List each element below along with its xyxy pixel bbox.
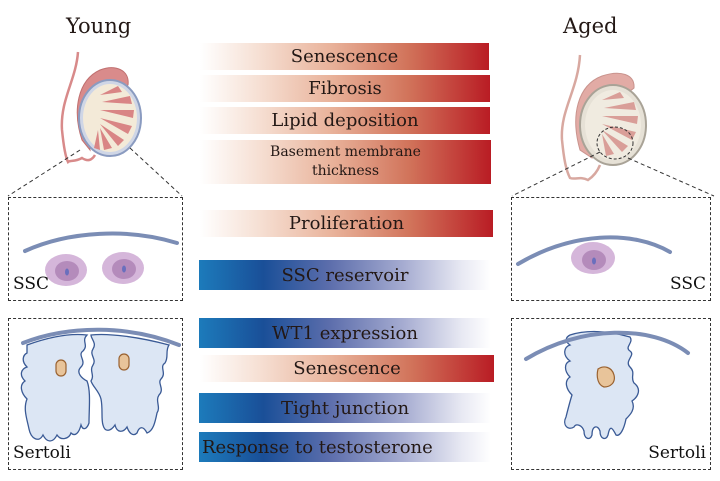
sertoli-cell [90, 333, 171, 436]
young-testis-illustration [7, 51, 183, 197]
bar-wt1-expression: WT1 expression [199, 318, 491, 348]
sertoli-nucleus [596, 366, 615, 388]
ssc-label: SSC [13, 274, 50, 294]
bar-fibrosis: Fibrosis [200, 75, 490, 102]
aged-sertoli-panel: Sertoli [511, 318, 711, 470]
bar-label-line1: Basement membrane [270, 144, 421, 160]
ssc-cell [571, 242, 615, 274]
zoom-line-left [511, 151, 601, 197]
sertoli-label: Sertoli [13, 443, 71, 463]
sertoli-label: Sertoli [648, 443, 706, 463]
ssc-cell [102, 252, 144, 284]
ssc-diagram [23, 231, 179, 286]
zoom-line-left [7, 149, 81, 197]
young-ssc-panel: SSC [8, 197, 183, 301]
sertoli-cell [20, 333, 91, 442]
bar-response-to-testosterone: Response to testosterone [199, 432, 491, 462]
basement-membrane [524, 330, 690, 361]
bar-tight-junction: Tight junction [199, 393, 491, 423]
aged-title: Aged [563, 14, 618, 38]
zoom-line-right [129, 147, 183, 197]
bar-senescence-sertoli: Senescence [200, 355, 494, 382]
zoom-region-circle [596, 126, 634, 160]
testis-body [83, 84, 137, 152]
bar-label-line2: thickness [311, 163, 380, 179]
vas-deferens [60, 51, 97, 165]
bar-lipid-deposition: Lipid deposition [200, 107, 490, 134]
sertoli-diagram [20, 327, 181, 442]
testis-body [585, 90, 641, 160]
zoom-line-right [627, 157, 715, 197]
bar-basement-membrane-thickness: Basement membrane thickness [200, 140, 491, 184]
sertoli-diagram [524, 330, 690, 440]
seminiferous-tubules [94, 86, 134, 150]
bar-ssc-reservoir: SSC reservoir [199, 260, 491, 290]
young-sertoli-panel: Sertoli [8, 318, 183, 470]
basement-membrane [516, 235, 672, 266]
ssc-cell [45, 254, 87, 286]
aged-testis-illustration [511, 54, 715, 197]
aged-ssc-panel: SSC [511, 197, 711, 301]
basement-membrane [21, 327, 181, 347]
ssc-diagram [516, 235, 672, 274]
ssc-label: SSC [669, 274, 706, 294]
basement-membrane [23, 231, 179, 253]
bar-proliferation: Proliferation [200, 210, 493, 237]
bar-senescence-tissue: Senescence [200, 43, 489, 70]
sertoli-nucleus [55, 359, 67, 377]
seminiferous-tubules [602, 92, 638, 156]
vas-deferens [560, 54, 602, 182]
young-title: Young [66, 14, 132, 38]
sertoli-nucleus [118, 353, 130, 371]
